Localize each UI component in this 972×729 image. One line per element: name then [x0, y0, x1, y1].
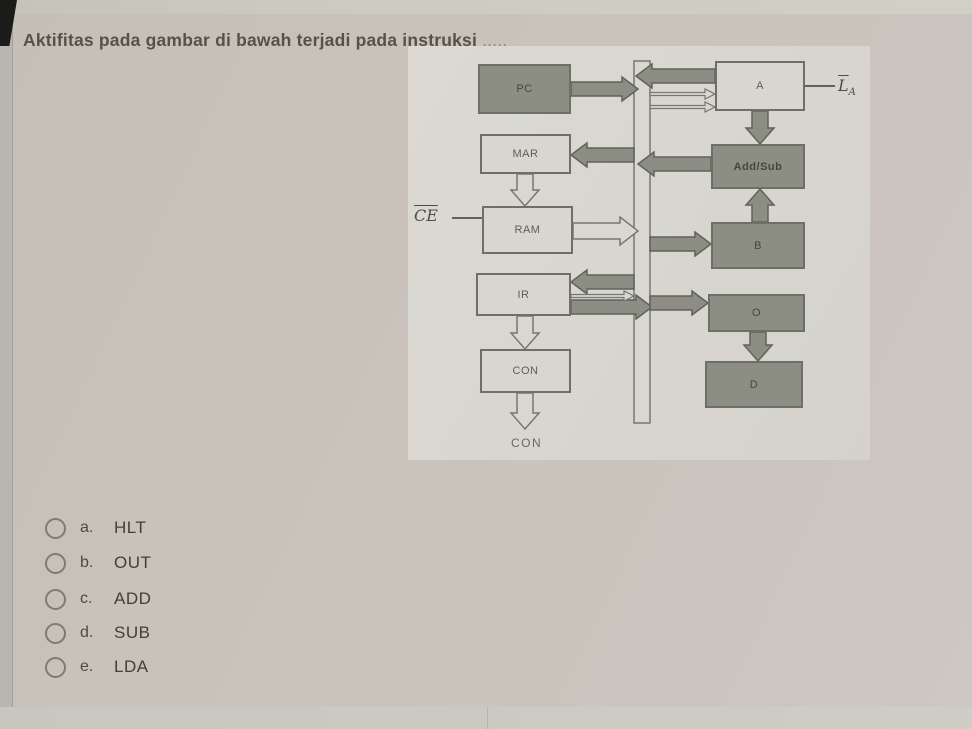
- radio-button-c[interactable]: [45, 588, 66, 610]
- block-b: B: [711, 222, 805, 269]
- block-b-label: B: [754, 239, 762, 252]
- block-mar-label: MAR: [512, 148, 539, 160]
- option-row-e[interactable]: e. LDA: [45, 652, 149, 682]
- question-title: Aktifitas pada gambar di bawah terjadi p…: [23, 30, 507, 51]
- arrow-bus-to-mar: [569, 141, 635, 169]
- arrow-o-to-d: [742, 331, 774, 363]
- option-letter-d: d.: [80, 624, 94, 641]
- block-pc: PC: [478, 64, 571, 114]
- w-bus: [633, 60, 651, 424]
- arrow-a-to-addsub: [744, 110, 776, 146]
- la-text: L: [838, 76, 849, 95]
- arrow-a-to-bus: [634, 62, 716, 90]
- block-o: O: [708, 294, 805, 332]
- option-row-b[interactable]: b. OUT: [45, 548, 151, 578]
- block-ram-label: RAM: [514, 224, 541, 236]
- photo-top-strip: [0, 0, 972, 15]
- block-ir-label: IR: [517, 288, 530, 301]
- question-dots: .....: [482, 30, 508, 50]
- block-ram: RAM: [482, 206, 573, 254]
- arrow-bus-to-o: [649, 289, 710, 317]
- arrow-bus-to-ir: [569, 268, 635, 296]
- photo-bottom-strip: [0, 707, 972, 729]
- option-label-a: HLT: [114, 518, 147, 537]
- option-row-c[interactable]: c. ADD: [45, 584, 151, 614]
- diagram-arrows-canvas: [452, 60, 835, 431]
- la-subscript: A: [848, 87, 856, 99]
- option-label-c: ADD: [114, 589, 152, 608]
- block-con: CON: [480, 349, 571, 393]
- block-ir: IR: [476, 273, 571, 316]
- block-a: A: [715, 61, 805, 111]
- block-con-label: CON: [512, 365, 539, 377]
- arrow-ram-to-bus: [572, 215, 640, 247]
- block-d-label: D: [749, 378, 759, 391]
- block-addsub: Add/Sub: [711, 144, 805, 189]
- arrow-ir-to-con: [509, 315, 541, 351]
- option-row-d[interactable]: d. SUB: [45, 618, 150, 648]
- arrow-ir-to-bus-thin: [570, 290, 636, 302]
- option-label-b: OUT: [114, 553, 152, 572]
- arrow-bus-to-a-upper: [649, 88, 717, 100]
- block-a-label: A: [756, 80, 764, 92]
- block-mar: MAR: [480, 134, 571, 174]
- block-addsub-label: Add/Sub: [733, 160, 783, 173]
- arrow-bus-to-b: [649, 230, 713, 258]
- option-letter-b: b.: [80, 554, 94, 571]
- radio-button-a[interactable]: [45, 517, 66, 539]
- option-label-d: SUB: [114, 623, 151, 642]
- la-signal-label: LA: [838, 76, 856, 98]
- block-o-label: O: [751, 307, 762, 319]
- ce-text: CE: [414, 206, 438, 225]
- arrow-bus-to-a-lower: [649, 101, 717, 113]
- question-text: Aktifitas pada gambar di bawah terjadi p…: [23, 30, 478, 50]
- arrow-mar-to-ram: [509, 173, 541, 208]
- arrow-addsub-to-bus: [636, 150, 712, 178]
- option-letter-e: e.: [80, 658, 94, 675]
- arrow-ir-to-bus: [570, 293, 654, 321]
- ce-signal-label: CE: [414, 206, 438, 225]
- photo-crease-line: [487, 707, 488, 729]
- option-row-a[interactable]: a. HLT: [45, 513, 146, 543]
- option-letter-c: c.: [80, 590, 93, 607]
- radio-button-d[interactable]: [45, 622, 66, 644]
- arrow-pc-to-bus: [570, 75, 640, 103]
- con-output-label: CON: [511, 436, 543, 450]
- block-d: D: [705, 361, 803, 408]
- block-pc-label: PC: [516, 83, 533, 95]
- sap1-block-diagram: PC MAR RAM IR CON A Add/Sub B O D CE LA …: [408, 46, 870, 460]
- arrow-b-to-addsub: [744, 187, 776, 223]
- radio-button-b[interactable]: [45, 552, 66, 574]
- arrow-con-output: [509, 392, 541, 431]
- option-label-e: LDA: [114, 657, 149, 676]
- option-letter-a: a.: [80, 519, 94, 536]
- radio-button-e[interactable]: [45, 656, 66, 678]
